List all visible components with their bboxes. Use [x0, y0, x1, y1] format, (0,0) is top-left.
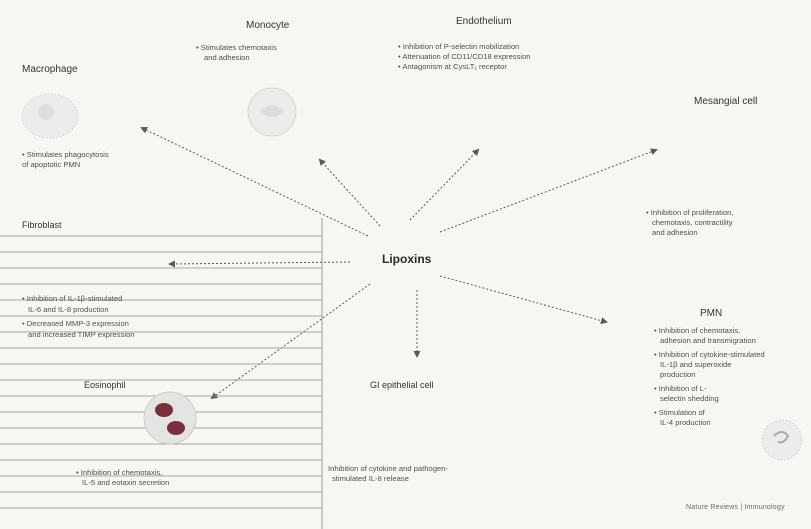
- arrow-to-fibroblast: [168, 260, 351, 268]
- eosinophil-effects: • Inhibition of chemotaxis, IL-5 and eot…: [76, 468, 169, 488]
- arrow-to-monocyte: [318, 158, 381, 227]
- fibroblast-effect-line: • Inhibition of IL-1β-stimulated: [22, 294, 123, 303]
- monocyte-effects: • Stimulates chemotaxis and adhesion: [196, 43, 277, 63]
- fibroblast-title: Fibroblast: [22, 220, 62, 230]
- mesangial-effect-line: and adhesion: [652, 228, 698, 237]
- mesangial-effect-line: chemotaxis, contractility: [652, 218, 733, 227]
- monocyte-cell-icon: [247, 87, 297, 137]
- gi-epithelial-effect-line: stimulated IL-8 release: [332, 474, 409, 483]
- journal-credit: Nature Reviews | Immunology: [686, 504, 785, 511]
- mesangial-effects: • Inhibition of proliferation, chemotaxi…: [646, 208, 734, 238]
- pmn-effect-line: selectin shedding: [660, 394, 719, 403]
- pmn-cell-icon: [761, 419, 803, 461]
- macrophage-effect-line: of apoptotic PMN: [22, 160, 81, 169]
- pmn-effect-line: • Inhibition of cytokine-stimulated: [654, 350, 765, 359]
- eosinophil-cell-icon: [143, 391, 197, 445]
- mesangial-effect-line: • Inhibition of proliferation,: [646, 208, 734, 217]
- fibroblast-effect-line: and increased TIMP expression: [28, 330, 135, 339]
- endothelium-effect-line: • Antagonism at CysLT₁ receptor: [398, 62, 507, 71]
- macrophage-title: Macrophage: [22, 64, 78, 75]
- macrophage-effect-line: • Stimulates phagocytosis: [22, 150, 109, 159]
- endothelium-title: Endothelium: [456, 16, 512, 27]
- arrow-to-mesangial: [439, 148, 658, 233]
- pmn-effect-line: adhesion and transmigration: [660, 336, 756, 345]
- eosinophil-title: Eosinophil: [84, 380, 126, 390]
- monocyte-title: Monocyte: [246, 20, 290, 31]
- gi-epithelial-effect-line: Inhibition of cytokine and pathogen-: [328, 464, 448, 473]
- arrow-to-endothelium: [409, 148, 480, 221]
- endothelium-effect-line: • Attenuation of CD11/CD18 expression: [398, 52, 531, 61]
- fibroblast-ruled-box: [0, 218, 323, 529]
- pmn-effect-line: IL-1β and superoxide: [660, 360, 732, 369]
- pmn-title: PMN: [700, 308, 723, 319]
- gi-epithelial-effects: Inhibition of cytokine and pathogen- sti…: [328, 464, 448, 484]
- pmn-effect-line: • Stimulation of: [654, 408, 705, 417]
- macrophage-cell-icon: [21, 93, 79, 139]
- eosinophil-effect-line: • Inhibition of chemotaxis,: [76, 468, 163, 477]
- center-label-lipoxins: Lipoxins: [382, 252, 432, 266]
- arrow-to-macrophage: [140, 126, 369, 237]
- monocyte-effect-line: and adhesion: [204, 53, 250, 62]
- fibroblast-effect-line: IL-6 and IL-8 production: [28, 305, 109, 314]
- fibroblast-effect-line: • Decreased MMP-3 expression: [22, 319, 129, 328]
- pmn-effect-line: IL-4 production: [660, 418, 711, 427]
- pmn-effects: • Inhibition of chemotaxis, adhesion and…: [654, 326, 765, 428]
- endothelium-effects: • Inhibition of P-selectin mobilization …: [398, 42, 531, 72]
- pmn-effect-line: • Inhibition of L-: [654, 384, 707, 393]
- pmn-effect-line: production: [660, 370, 696, 379]
- endothelium-effect-line: • Inhibition of P-selectin mobilization: [398, 42, 520, 51]
- mesangial-cell-title: Mesangial cell: [694, 96, 758, 107]
- macrophage-effects: • Stimulates phagocytosis of apoptotic P…: [22, 150, 109, 170]
- fibroblast-effects: • Inhibition of IL-1β-stimulated IL-6 an…: [22, 293, 135, 340]
- pmn-effect-line: • Inhibition of chemotaxis,: [654, 326, 741, 335]
- gi-epithelial-title: GI epithelial cell: [370, 380, 434, 390]
- monocyte-effect-line: • Stimulates chemotaxis: [196, 43, 277, 52]
- arrow-to-pmn: [439, 275, 608, 325]
- arrow-to-eosinophil: [210, 283, 371, 400]
- eosinophil-effect-line: IL-5 and eotaxin secretion: [82, 478, 170, 487]
